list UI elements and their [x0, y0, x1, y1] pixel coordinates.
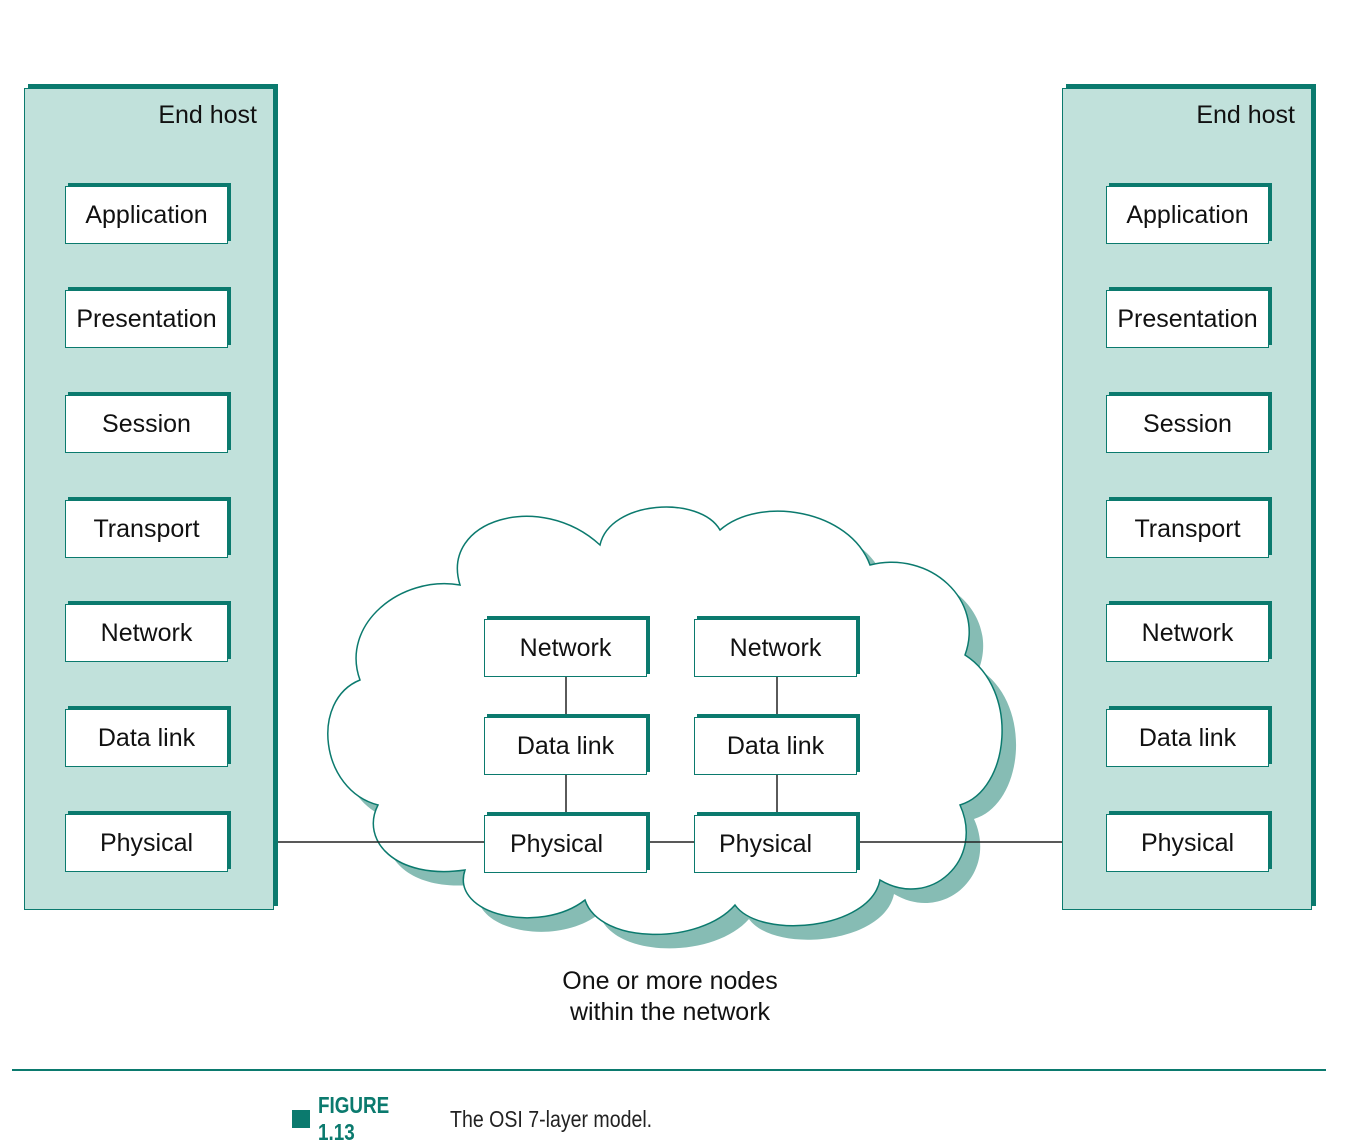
right-layer-physical: Physical: [1106, 814, 1269, 872]
node1-layer-physical: Physical: [484, 815, 647, 873]
right-layer-presentation: Presentation: [1106, 290, 1269, 348]
figure-caption-text: The OSI 7-layer model.: [450, 1105, 653, 1132]
left-layer-transport: Transport: [65, 500, 228, 558]
right-layer-session: Session: [1106, 395, 1269, 453]
cloud-caption: One or more nodes within the network: [470, 966, 870, 1028]
left-layer-physical: Physical: [65, 814, 228, 872]
node2-layer-network: Network: [694, 619, 857, 677]
node1-layer-network: Network: [484, 619, 647, 677]
left-layer-session: Session: [65, 395, 228, 453]
right-layer-transport: Transport: [1106, 500, 1269, 558]
left-layer-network: Network: [65, 604, 228, 662]
left-host-title: End host: [158, 101, 257, 129]
right-layer-data-link: Data link: [1106, 709, 1269, 767]
figure-label: FIGURE 1.13: [318, 1092, 390, 1145]
node2-layer-physical: Physical: [694, 815, 857, 873]
figure-caption: FIGURE 1.13 The OSI 7-layer model.: [292, 1092, 688, 1146]
node2-layer-data-link: Data link: [694, 717, 857, 775]
right-host-title: End host: [1196, 101, 1295, 129]
figure-divider: [12, 1069, 1326, 1071]
caption-square-icon: [292, 1110, 310, 1128]
left-layer-data-link: Data link: [65, 709, 228, 767]
cloud-caption-line1: One or more nodes: [562, 967, 778, 995]
right-layer-network: Network: [1106, 604, 1269, 662]
left-layer-presentation: Presentation: [65, 290, 228, 348]
node-connectors: [565, 676, 778, 814]
right-layer-application: Application: [1106, 186, 1269, 244]
node1-layer-data-link: Data link: [484, 717, 647, 775]
cloud-shape: [327, 506, 1003, 936]
right-end-host: End host: [1062, 88, 1312, 910]
cloud-caption-line2: within the network: [569, 998, 771, 1026]
left-layer-application: Application: [65, 186, 228, 244]
